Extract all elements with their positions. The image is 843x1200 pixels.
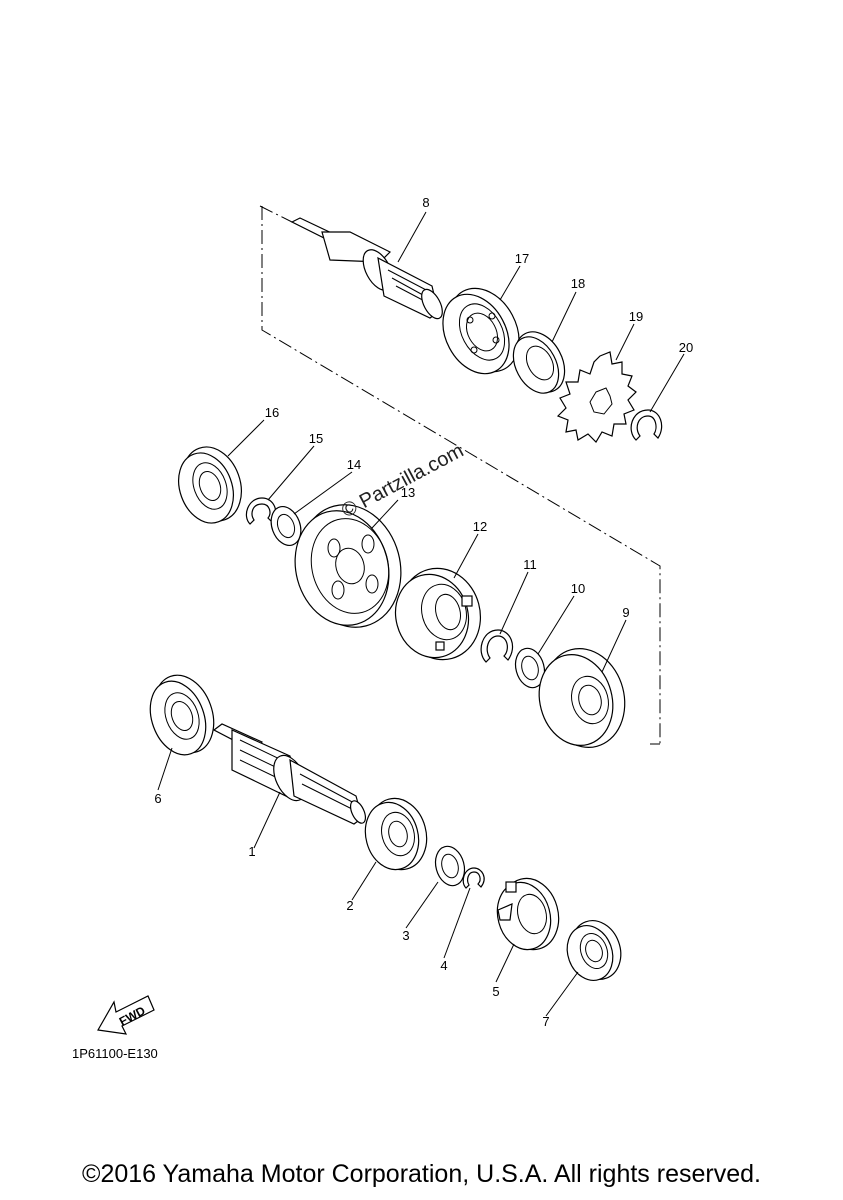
part-label-14: 14 bbox=[347, 457, 361, 472]
bearing-7-part[interactable] bbox=[560, 914, 629, 987]
part-label-9: 9 bbox=[622, 605, 629, 620]
part-label-17: 17 bbox=[515, 251, 529, 266]
part-label-1: 1 bbox=[248, 844, 255, 859]
part-label-4: 4 bbox=[440, 958, 447, 973]
part-label-12: 12 bbox=[473, 519, 487, 534]
part-label-5: 5 bbox=[492, 984, 499, 999]
part-label-13: 13 bbox=[401, 485, 415, 500]
part-label-20: 20 bbox=[679, 340, 693, 355]
gear-12-part[interactable] bbox=[386, 559, 490, 669]
part-label-19: 19 bbox=[629, 309, 643, 324]
main-axle-part[interactable] bbox=[212, 723, 369, 825]
drive-sprocket-19-part[interactable] bbox=[556, 351, 637, 443]
copyright-footer: ©2016 Yamaha Motor Corporation, U.S.A. A… bbox=[82, 1160, 761, 1188]
part-label-10: 10 bbox=[571, 581, 585, 596]
part-label-3: 3 bbox=[402, 928, 409, 943]
gear-2-part[interactable] bbox=[358, 792, 434, 876]
part-label-8: 8 bbox=[422, 195, 429, 210]
circlip-20-part[interactable] bbox=[630, 409, 663, 441]
assembly-frame bbox=[259, 205, 661, 745]
gear-5-part[interactable] bbox=[490, 872, 566, 956]
part-label-18: 18 bbox=[571, 276, 585, 291]
fwd-arrow-icon: FWD bbox=[97, 995, 155, 1035]
circlip-4-part[interactable] bbox=[462, 867, 485, 889]
washer-10-part[interactable] bbox=[511, 645, 548, 691]
part-number-labels: 8 17 18 19 20 16 15 14 13 12 11 10 9 6 1… bbox=[154, 195, 693, 1029]
part-label-2: 2 bbox=[346, 898, 353, 913]
washer-3-part[interactable] bbox=[431, 843, 468, 889]
leader-lines bbox=[157, 211, 685, 1017]
gear-13-part[interactable] bbox=[283, 493, 415, 639]
gear-9-part[interactable] bbox=[529, 639, 635, 756]
oil-seal-18-part[interactable] bbox=[504, 323, 574, 400]
part-label-15: 15 bbox=[309, 431, 323, 446]
bearing-17-part[interactable] bbox=[430, 276, 533, 385]
watermark-text: © Partzilla.com bbox=[338, 440, 467, 523]
circlip-11-part[interactable] bbox=[480, 629, 513, 663]
bearing-6-part[interactable] bbox=[141, 667, 224, 763]
diagram-code: 1P61100-E130 bbox=[72, 1046, 158, 1061]
bearing-16-part[interactable] bbox=[169, 439, 251, 531]
part-label-11: 11 bbox=[523, 557, 537, 572]
part-label-6: 6 bbox=[154, 791, 161, 806]
washer-14-part[interactable] bbox=[266, 502, 306, 549]
drive-axle-part[interactable] bbox=[290, 217, 447, 322]
part-label-16: 16 bbox=[265, 405, 279, 420]
part-label-7: 7 bbox=[542, 1014, 549, 1029]
